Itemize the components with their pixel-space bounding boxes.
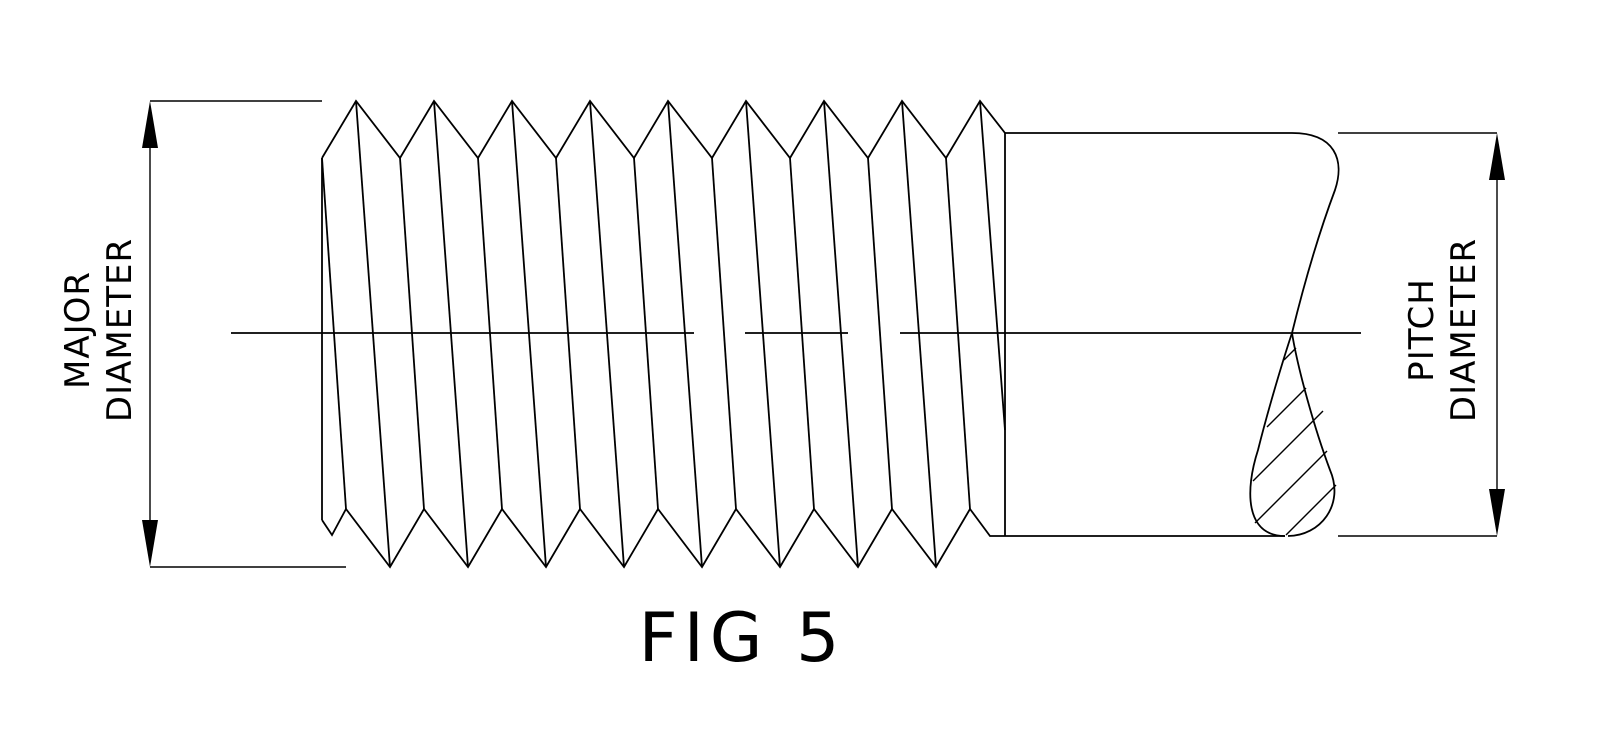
thread-root-profile (321, 507, 1005, 569)
major-label-line1: MAJOR (58, 271, 98, 389)
major-label-line2: DIAMETER (100, 238, 140, 422)
threaded-section (321, 99, 1006, 569)
figure-caption: FIG 5 (639, 599, 846, 678)
major-diameter-dimension: MAJOR DIAMETER (58, 100, 346, 568)
pitch-arrow-up (1489, 133, 1505, 180)
break-line-left (1249, 332, 1293, 537)
pitch-label-line1: PITCH (1402, 278, 1442, 382)
pitch-diameter-dimension: PITCH DIAMETER (1338, 132, 1505, 537)
thread-helix-lines (321, 100, 1006, 568)
major-arrow-down (142, 520, 158, 567)
pitch-label-line2: DIAMETER (1444, 238, 1484, 422)
break-line-right (1287, 132, 1340, 537)
section-hatching (1252, 347, 1337, 536)
pitch-arrow-down (1489, 489, 1505, 536)
shank-section (1004, 132, 1340, 537)
major-arrow-up (142, 101, 158, 148)
